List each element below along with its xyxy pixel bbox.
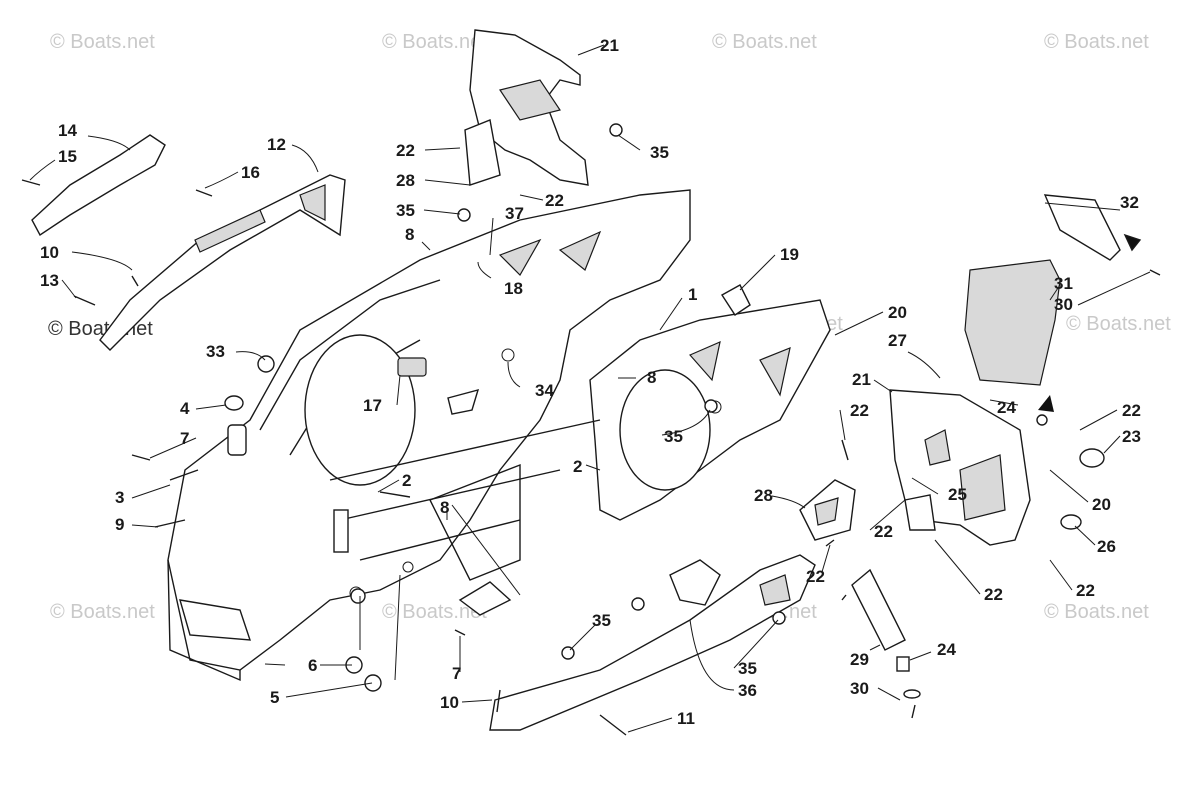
watermark: © Boats.net bbox=[1066, 313, 1171, 335]
callout-22: 22 bbox=[806, 567, 825, 586]
callout-2: 2 bbox=[402, 471, 411, 490]
callout-23: 23 bbox=[1122, 427, 1141, 446]
callout-22: 22 bbox=[1122, 401, 1141, 420]
callout-5: 5 bbox=[270, 688, 279, 707]
callout-21: 21 bbox=[600, 36, 619, 55]
callout-16: 16 bbox=[241, 163, 260, 182]
callout-15: 15 bbox=[58, 147, 77, 166]
running-board bbox=[489, 554, 816, 731]
bracket-lower bbox=[799, 479, 856, 541]
callout-37: 37 bbox=[505, 204, 524, 223]
watermark: © Boats.net bbox=[1044, 601, 1149, 623]
callout-10: 10 bbox=[440, 693, 459, 712]
watermark: © Boats.net bbox=[50, 31, 155, 53]
callout-35: 35 bbox=[664, 427, 683, 446]
callout-35: 35 bbox=[592, 611, 611, 630]
callout-27: 27 bbox=[888, 331, 907, 350]
callout-2: 2 bbox=[573, 457, 582, 476]
callout-4: 4 bbox=[180, 399, 190, 418]
callout-12: 12 bbox=[267, 135, 286, 154]
callout-22: 22 bbox=[1076, 581, 1095, 600]
plate bbox=[851, 568, 906, 651]
callout-30: 30 bbox=[1054, 295, 1073, 314]
callout-21: 21 bbox=[852, 370, 871, 389]
watermark: © Boats.net bbox=[382, 31, 487, 53]
callout-33: 33 bbox=[206, 342, 225, 361]
leader-lines bbox=[29, 44, 1151, 733]
callout-3: 3 bbox=[115, 488, 124, 507]
callout-24: 24 bbox=[937, 640, 956, 659]
callout-labels: 1 2 2 3 4 5 6 7 7 8 8 8 9 10 10 11 12 13… bbox=[40, 36, 1141, 728]
callout-24: 24 bbox=[997, 398, 1016, 417]
callout-28: 28 bbox=[754, 486, 773, 505]
callout-26: 26 bbox=[1097, 537, 1116, 556]
callout-22: 22 bbox=[545, 191, 564, 210]
callout-11: 11 bbox=[677, 709, 695, 728]
callout-8: 8 bbox=[647, 368, 656, 387]
fasteners bbox=[21, 179, 1161, 736]
callout-1: 1 bbox=[688, 285, 697, 304]
watermark: © Boats.net bbox=[712, 31, 817, 53]
grab-bar bbox=[31, 134, 166, 237]
callout-13: 13 bbox=[40, 271, 59, 290]
callout-17: 17 bbox=[363, 396, 382, 415]
callout-31: 31 bbox=[1054, 274, 1073, 293]
cover bbox=[1043, 194, 1142, 261]
bracket-19 bbox=[721, 284, 751, 316]
callout-6: 6 bbox=[308, 656, 317, 675]
callout-35: 35 bbox=[650, 143, 669, 162]
callout-7: 7 bbox=[452, 664, 461, 683]
callout-18: 18 bbox=[504, 279, 523, 298]
callout-25: 25 bbox=[948, 485, 967, 504]
watermark: © Boats.net bbox=[50, 601, 155, 623]
callout-35: 35 bbox=[396, 201, 415, 220]
steering-support-upper bbox=[464, 29, 589, 186]
front-bumper bbox=[99, 174, 346, 351]
callout-32: 32 bbox=[1120, 193, 1139, 212]
callout-20: 20 bbox=[888, 303, 907, 322]
watermark: © Boats.net bbox=[1044, 31, 1149, 53]
callout-22: 22 bbox=[850, 401, 869, 420]
callout-20: 20 bbox=[1092, 495, 1111, 514]
guard-screen bbox=[964, 259, 1061, 386]
callout-36: 36 bbox=[738, 681, 757, 700]
callout-30: 30 bbox=[850, 679, 869, 698]
watermark: © Boats.net bbox=[382, 601, 487, 623]
callout-22: 22 bbox=[984, 585, 1003, 604]
callout-14: 14 bbox=[58, 121, 77, 140]
arrows bbox=[1038, 395, 1054, 412]
hardware bbox=[224, 123, 1105, 699]
callout-35: 35 bbox=[738, 659, 757, 678]
callout-9: 9 bbox=[115, 515, 124, 534]
callout-19: 19 bbox=[780, 245, 799, 264]
callout-22: 22 bbox=[874, 522, 893, 541]
callout-29: 29 bbox=[850, 650, 869, 669]
arrow-icon bbox=[1038, 395, 1054, 412]
callout-10: 10 bbox=[40, 243, 59, 262]
callout-22: 22 bbox=[396, 141, 415, 160]
callout-8: 8 bbox=[405, 225, 414, 244]
side-panel-right bbox=[889, 389, 1031, 546]
callout-34: 34 bbox=[535, 381, 554, 400]
main-frame bbox=[167, 189, 831, 682]
callout-8: 8 bbox=[440, 498, 449, 517]
callout-7: 7 bbox=[180, 429, 189, 448]
callout-28: 28 bbox=[396, 171, 415, 190]
